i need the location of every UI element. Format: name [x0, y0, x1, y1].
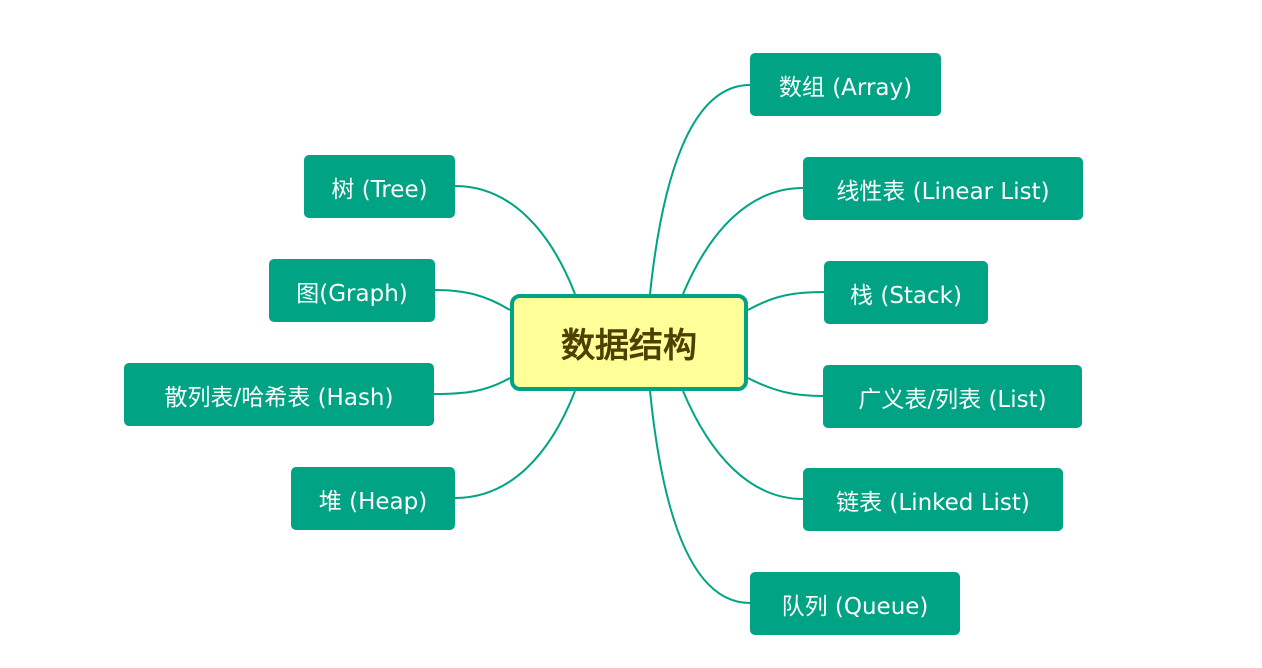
link-array	[649, 84, 751, 295]
link-queue	[649, 390, 751, 604]
node-label: 链表 (Linked List)	[836, 489, 1030, 516]
link-hash	[433, 377, 511, 395]
link-linear-list	[682, 187, 804, 295]
link-heap	[454, 390, 576, 499]
link-tree	[454, 185, 576, 295]
node-linear-list[interactable]: 线性表 (Linear List)	[803, 157, 1083, 220]
node-label: 散列表/哈希表 (Hash)	[164, 384, 394, 411]
node-label: 堆 (Heap)	[318, 488, 428, 515]
link-list	[747, 377, 824, 397]
node-tree[interactable]: 树 (Tree)	[304, 155, 455, 218]
node-list[interactable]: 广义表/列表 (List)	[823, 365, 1082, 428]
node-heap[interactable]: 堆 (Heap)	[291, 467, 455, 530]
node-label: 树 (Tree)	[331, 176, 428, 203]
node-label: 数组 (Array)	[778, 74, 913, 101]
node-queue[interactable]: 队列 (Queue)	[750, 572, 960, 635]
node-linked-list[interactable]: 链表 (Linked List)	[803, 468, 1063, 531]
node-graph[interactable]: 图(Graph)	[269, 259, 435, 322]
link-graph	[434, 289, 511, 311]
node-label: 图(Graph)	[296, 280, 408, 307]
node-label: 栈 (Stack)	[850, 282, 962, 309]
node-label: 广义表/列表 (List)	[858, 386, 1047, 413]
link-stack	[747, 291, 825, 311]
central-topic-label: 数据结构	[561, 326, 697, 366]
node-label: 线性表 (Linear List)	[836, 178, 1050, 205]
node-array[interactable]: 数组 (Array)	[750, 53, 941, 116]
node-label: 队列 (Queue)	[781, 593, 929, 620]
node-hash[interactable]: 散列表/哈希表 (Hash)	[124, 363, 434, 426]
central-topic[interactable]: 数据结构	[510, 294, 748, 391]
link-linked-list	[682, 390, 804, 500]
node-stack[interactable]: 栈 (Stack)	[824, 261, 988, 324]
